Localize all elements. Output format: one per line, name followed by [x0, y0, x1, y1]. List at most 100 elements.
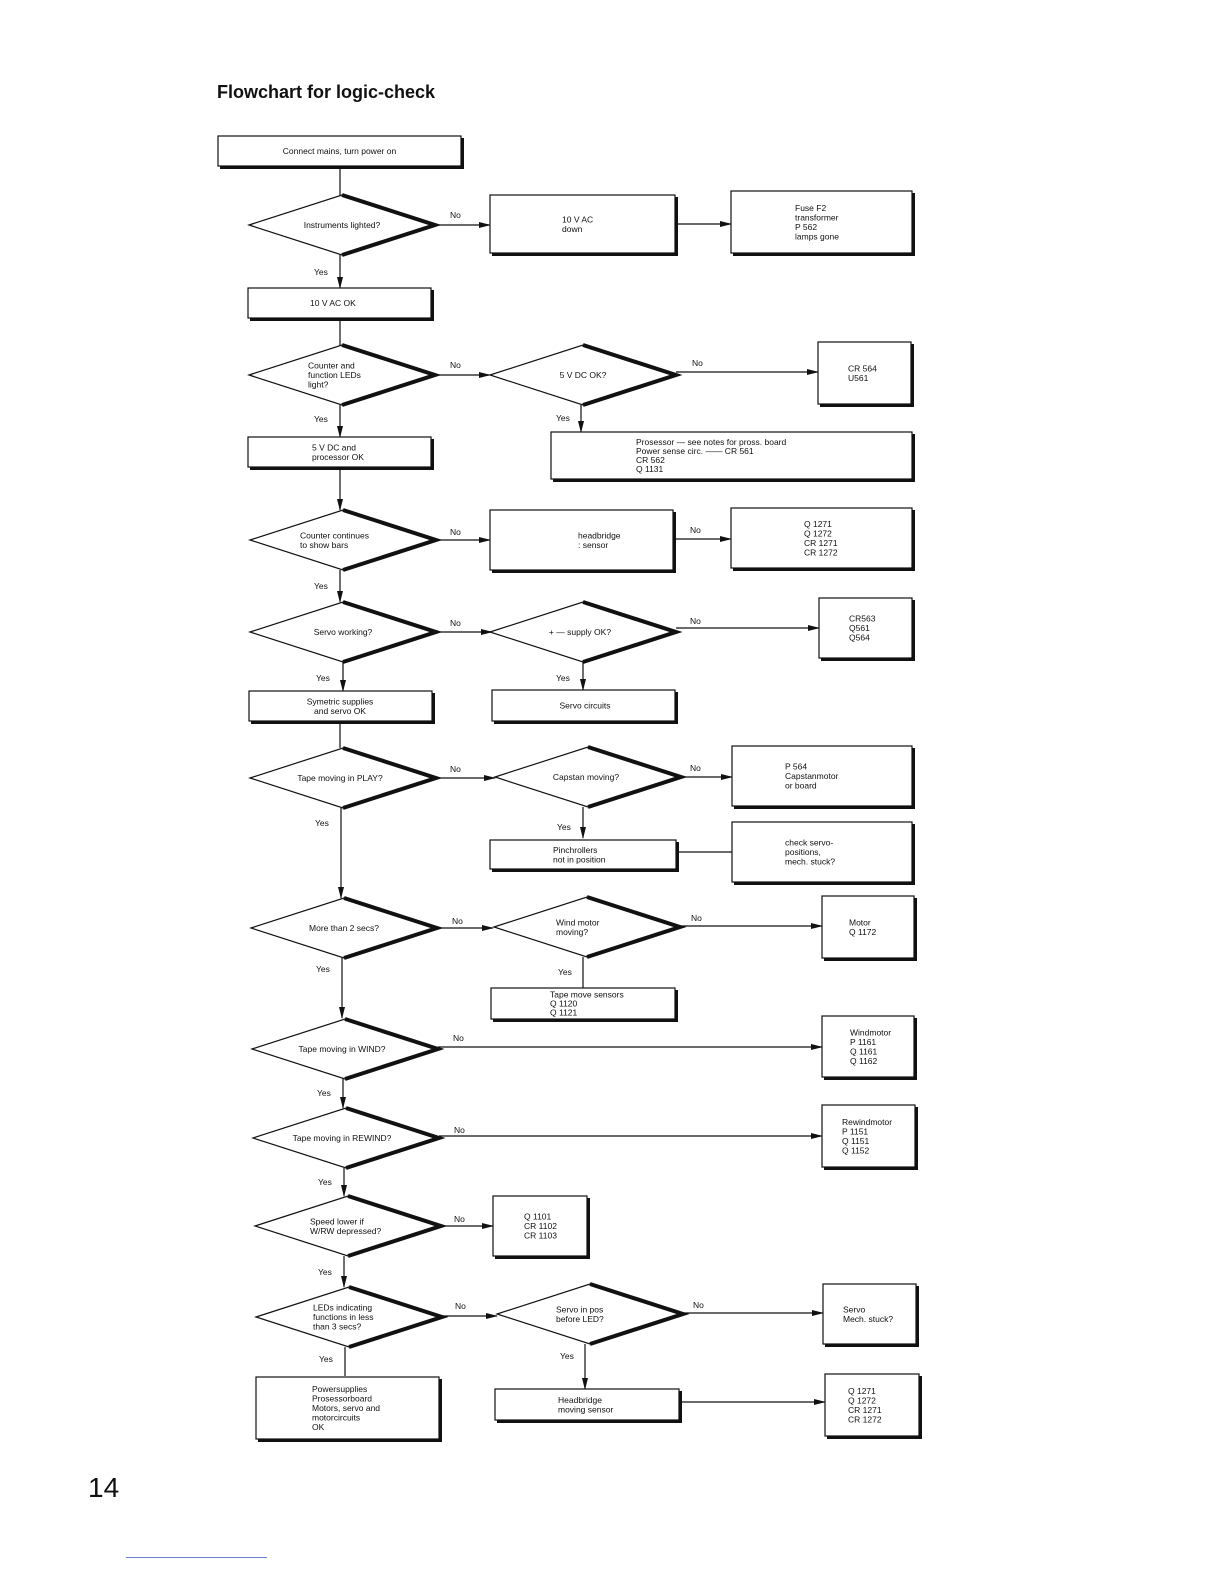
decision-shadow [589, 1282, 690, 1346]
q1101-text-line: Q 1101 [524, 1212, 552, 1222]
q-counter-bars-text-line: to show bars [300, 540, 348, 550]
box-frame [248, 690, 433, 722]
box-shadow-right [674, 692, 678, 723]
check-servo-text-line: check servo- [785, 838, 833, 848]
v10-down-text-line: 10 V AC [562, 214, 593, 224]
no-label: No [691, 913, 702, 923]
q1271-a-text-line: Q 1271 [804, 519, 832, 529]
box-shadow-bottom [492, 252, 678, 256]
box-shadow-bottom [734, 805, 915, 809]
headbridge-sensor-text-line: : sensor [578, 540, 608, 550]
sym-supplies-text-line: Symetric supplies [307, 696, 374, 706]
v10-down-text-line: down [562, 224, 583, 234]
decision-shadow [344, 1017, 445, 1081]
q-servo-text-line: Servo working? [314, 627, 373, 637]
box-frame [492, 1195, 588, 1257]
decision-shadow [582, 343, 683, 407]
decision-shadow [345, 1106, 446, 1170]
page-title: Flowchart for logic-check [217, 82, 436, 102]
fuse-f2-text-line: transformer [795, 212, 839, 222]
no-label: No [455, 1301, 466, 1311]
check-servo-text-line: mech. stuck? [785, 857, 835, 867]
servo-stuck-text-line: Mech. stuck? [843, 1314, 893, 1324]
v10-ok-box: 10 V AC OK [247, 287, 434, 321]
box-shadow-bottom [258, 1438, 442, 1442]
fuse-f2-text-line: Fuse F2 [795, 203, 826, 213]
q1271-b-text-line: CR 1272 [848, 1414, 882, 1424]
windmotor-text-line: Q 1161 [850, 1046, 878, 1056]
q-wind-motor-text-line: Wind motor [556, 917, 600, 927]
decision-shadow [341, 193, 442, 257]
box-shadow-bottom [734, 881, 915, 885]
pinchrollers-text-line: not in position [553, 854, 606, 864]
q-servo-pos-text-line: before LED? [556, 1314, 604, 1324]
q-instruments-text-line: Instruments lighted? [304, 220, 381, 230]
servo-stuck-text-line: Servo [843, 1304, 865, 1314]
v10-ok-text-line: 10 V AC OK [310, 298, 356, 308]
no-label: No [454, 1214, 465, 1224]
box-frame [818, 597, 913, 659]
box-shadow-bottom [493, 1018, 678, 1022]
rewindmotor-text-line: Q 1151 [842, 1136, 870, 1146]
box-frame [731, 821, 913, 883]
q-capstan-text-line: Capstan moving? [553, 772, 619, 782]
yes-label: Yes [314, 414, 328, 424]
start-text-line: Connect mains, turn power on [283, 146, 397, 156]
box-shadow-right [438, 1379, 442, 1441]
q-speed-text-line: Speed lower if [310, 1216, 365, 1226]
no-label: No [450, 360, 461, 370]
windmotor-text-line: P 1161 [850, 1037, 876, 1047]
q-instruments-decision: Instruments lighted? [247, 193, 442, 257]
box-shadow-right [911, 748, 915, 808]
yes-label: Yes [319, 1354, 333, 1364]
box-frame [824, 1373, 920, 1437]
box-frame [490, 987, 676, 1020]
box-shadow-right [913, 898, 917, 960]
box-shadow-bottom [220, 165, 464, 169]
q-counter-bars-text-line: Counter continues [300, 530, 369, 540]
windmotor-text-line: Q 1162 [850, 1056, 878, 1066]
no-label: No [690, 763, 701, 773]
q-2secs-text-line: More than 2 secs? [309, 923, 379, 933]
q1271-a-text-line: CR 1272 [804, 547, 838, 557]
all-ok-text-line: Powersupplies [312, 1384, 367, 1394]
q-speed-text-line: W/RW depressed? [310, 1226, 381, 1236]
start-box: Connect mains, turn power on [217, 135, 464, 169]
box-frame [730, 190, 913, 254]
yes-label: Yes [316, 964, 330, 974]
rewindmotor-text-line: P 1151 [842, 1126, 868, 1136]
headbridge-moving-text-line: moving sensor [558, 1404, 613, 1414]
q-rewind-decision: Tape moving in REWIND? [251, 1106, 446, 1170]
yes-label: Yes [557, 822, 571, 832]
footer-rule [126, 1557, 267, 1558]
v5-proc-ok-text-line: processor OK [312, 452, 364, 462]
cr563-text-line: Q564 [849, 633, 870, 643]
box-shadow-bottom [824, 1076, 917, 1080]
q-supply-decision: + — supply OK? [488, 600, 683, 664]
q1271-a-text-line: Q 1272 [804, 528, 832, 538]
box-shadow-right [911, 824, 915, 884]
no-label: No [450, 210, 461, 220]
no-label: No [690, 525, 701, 535]
tape-sensors-text-line: Tape move sensors [550, 990, 624, 1000]
q-play-text-line: Tape moving in PLAY? [297, 773, 383, 783]
decision-shadow [586, 895, 687, 959]
q1271-b-text-line: Q 1272 [848, 1395, 876, 1405]
q1271-b-text-line: CR 1271 [848, 1405, 882, 1415]
decision-shadow [342, 746, 443, 810]
p564-text-line: Capstanmotor [785, 771, 839, 781]
q-rewind-text-line: Tape moving in REWIND? [293, 1133, 392, 1143]
yes-label: Yes [317, 1088, 331, 1098]
box-shadow-right [460, 138, 464, 168]
box-shadow-bottom [250, 317, 434, 321]
